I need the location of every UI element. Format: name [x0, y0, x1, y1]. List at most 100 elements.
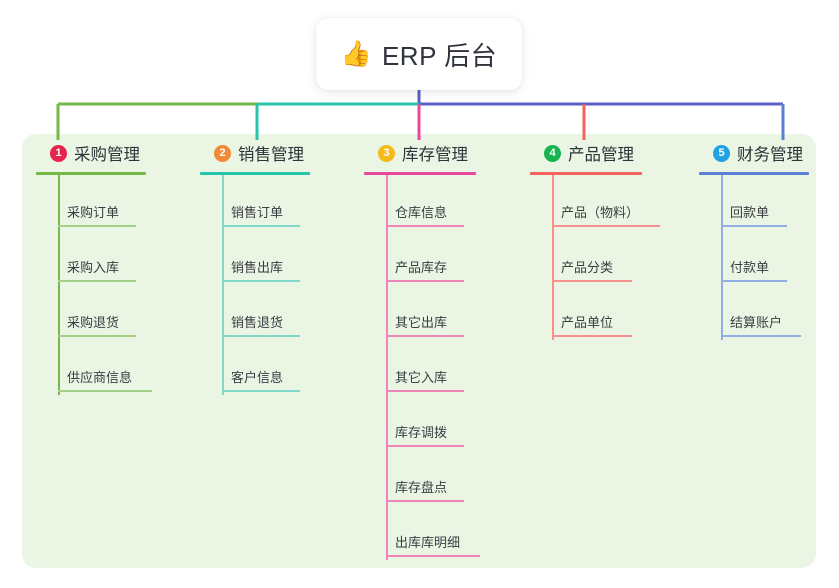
branch-column-1[interactable]: 1 采购管理 采购订单 采购入库 采购退货 供应商信息: [36, 140, 186, 395]
branch-column-2[interactable]: 2 销售管理 销售订单 销售出库 销售退货 客户信息: [200, 140, 350, 395]
leaf-label: 产品库存: [395, 260, 448, 275]
leaf-label: 结算账户: [730, 315, 783, 330]
leaf-item[interactable]: 产品分类: [530, 230, 700, 285]
leaf-item[interactable]: 其它出库: [364, 285, 524, 340]
leaf-item[interactable]: 销售退货: [200, 285, 350, 340]
leaf-label: 其它入库: [395, 370, 448, 385]
branch-header-3[interactable]: 3 库存管理: [364, 140, 524, 166]
leaf-rule: [222, 280, 300, 282]
branch-title-2: 销售管理: [238, 146, 304, 164]
leaf-item[interactable]: 客户信息: [200, 340, 350, 395]
leaf-label: 仓库信息: [395, 205, 448, 220]
branch-title-5: 财务管理: [737, 146, 803, 164]
leaf-rule: [222, 335, 300, 337]
leaf-item[interactable]: 采购入库: [36, 230, 186, 285]
root-node[interactable]: 👍 ERP 后台: [316, 18, 522, 90]
leaf-rule: [552, 225, 660, 227]
branch-rule-4: [530, 172, 642, 175]
leaf-item[interactable]: 采购订单: [36, 175, 186, 230]
leaf-item[interactable]: 供应商信息: [36, 340, 186, 395]
branch-header-1[interactable]: 1 采购管理: [36, 140, 186, 166]
branch-column-4[interactable]: 4 产品管理 产品（物料） 产品分类 产品单位: [530, 140, 700, 340]
leaf-rule: [58, 280, 136, 282]
leaf-label: 销售出库: [231, 260, 284, 275]
leaf-item[interactable]: 其它入库: [364, 340, 524, 395]
branch-badge-5: 5: [713, 144, 730, 162]
branch-leaves-3: 仓库信息 产品库存 其它出库 其它入库 库存调拨 库存盘点: [364, 175, 524, 560]
branch-leaves-5: 回款单 付款单 结算账户: [699, 175, 839, 340]
leaf-label: 采购入库: [67, 260, 120, 275]
leaf-rule: [721, 335, 801, 337]
branch-column-3[interactable]: 3 库存管理 仓库信息 产品库存 其它出库 其它入库 库存调拨: [364, 140, 524, 560]
leaf-item[interactable]: 出库库明细: [364, 505, 524, 560]
branch-header-2[interactable]: 2 销售管理: [200, 140, 350, 166]
leaf-rule: [222, 390, 300, 392]
branches-panel: [22, 134, 816, 568]
branch-spine-5: [721, 175, 723, 340]
leaf-label: 采购订单: [67, 205, 120, 220]
root-title: ERP 后台: [381, 40, 498, 71]
branch-spine-1: [58, 175, 60, 395]
leaf-label: 采购退货: [67, 315, 120, 330]
leaf-item[interactable]: 库存盘点: [364, 450, 524, 505]
leaf-rule: [552, 280, 632, 282]
branch-badge-2: 2: [214, 144, 231, 162]
branch-title-4: 产品管理: [568, 146, 634, 164]
branch-header-5[interactable]: 5 财务管理: [699, 140, 839, 166]
leaf-label: 产品分类: [561, 260, 614, 275]
branch-leaves-2: 销售订单 销售出库 销售退货 客户信息: [200, 175, 350, 395]
leaf-rule: [58, 225, 136, 227]
branch-rule-1: [36, 172, 146, 175]
leaf-label: 出库库明细: [395, 535, 461, 550]
leaf-item[interactable]: 产品库存: [364, 230, 524, 285]
branch-rule-2: [200, 172, 310, 175]
leaf-label: 销售退货: [231, 315, 284, 330]
leaf-label: 产品单位: [561, 315, 614, 330]
branch-title-1: 采购管理: [74, 146, 140, 164]
leaf-rule: [386, 555, 480, 557]
leaf-rule: [58, 390, 152, 392]
leaf-label: 付款单: [730, 260, 770, 275]
leaf-rule: [386, 280, 464, 282]
leaf-item[interactable]: 产品（物料）: [530, 175, 700, 230]
leaf-label: 库存盘点: [395, 480, 448, 495]
leaf-rule: [552, 335, 632, 337]
branch-spine-4: [552, 175, 554, 340]
leaf-item[interactable]: 库存调拨: [364, 395, 524, 450]
leaf-rule: [222, 225, 300, 227]
branch-rule-5: [699, 172, 809, 175]
leaf-item[interactable]: 回款单: [699, 175, 839, 230]
leaf-label: 产品（物料）: [561, 205, 640, 220]
leaf-rule: [386, 225, 464, 227]
branch-spine-2: [222, 175, 224, 395]
branch-badge-1: 1: [50, 144, 67, 162]
leaf-label: 客户信息: [231, 370, 284, 385]
leaf-rule: [58, 335, 136, 337]
leaf-rule: [721, 225, 787, 227]
leaf-item[interactable]: 仓库信息: [364, 175, 524, 230]
leaf-label: 销售订单: [231, 205, 284, 220]
leaf-item[interactable]: 结算账户: [699, 285, 839, 340]
thumbs-up-icon: 👍: [340, 39, 372, 68]
leaf-rule: [386, 335, 464, 337]
leaf-rule: [721, 280, 787, 282]
leaf-item[interactable]: 采购退货: [36, 285, 186, 340]
leaf-item[interactable]: 付款单: [699, 230, 839, 285]
leaf-rule: [386, 445, 464, 447]
leaf-item[interactable]: 销售出库: [200, 230, 350, 285]
branch-column-5[interactable]: 5 财务管理 回款单 付款单 结算账户: [699, 140, 839, 340]
leaf-item[interactable]: 销售订单: [200, 175, 350, 230]
leaf-item[interactable]: 产品单位: [530, 285, 700, 340]
branch-rule-3: [364, 172, 476, 175]
leaf-label: 其它出库: [395, 315, 448, 330]
leaf-rule: [386, 500, 464, 502]
branch-badge-4: 4: [544, 144, 561, 162]
leaf-label: 库存调拨: [395, 425, 448, 440]
branch-header-4[interactable]: 4 产品管理: [530, 140, 700, 166]
leaf-label: 供应商信息: [67, 370, 133, 385]
branch-leaves-4: 产品（物料） 产品分类 产品单位: [530, 175, 700, 340]
branch-spine-3: [386, 175, 388, 560]
branch-leaves-1: 采购订单 采购入库 采购退货 供应商信息: [36, 175, 186, 395]
branch-title-3: 库存管理: [402, 146, 468, 164]
